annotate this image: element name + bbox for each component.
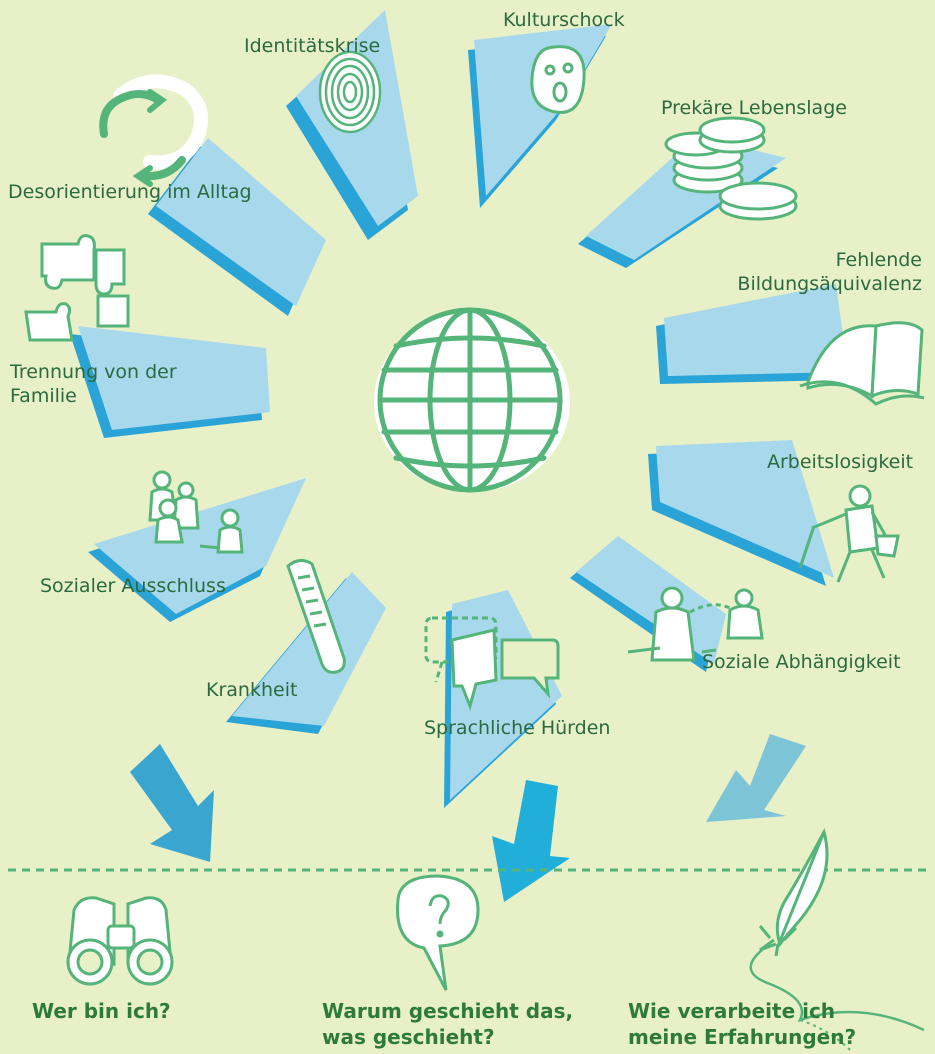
label-trennung-familie-line-1: Trennung von der bbox=[10, 361, 177, 383]
circular-arrows-icon bbox=[99, 74, 209, 187]
label-sozialer-ausschluss: Sozialer Ausschluss bbox=[40, 575, 226, 597]
thermometer-icon bbox=[286, 559, 346, 674]
question-warum-line-1: Warum geschieht das, bbox=[322, 999, 574, 1023]
label-trennung-familie-line-2: Familie bbox=[10, 385, 77, 407]
arrow-to-wer-bin-ich bbox=[130, 744, 214, 862]
label-bildungsaequivalenz-line-1: Fehlende bbox=[835, 249, 922, 271]
panel-trennung-familie bbox=[70, 326, 270, 438]
speech-bubbles-icon bbox=[424, 616, 560, 711]
fingerprint-icon bbox=[318, 50, 382, 134]
panel-desorientierung bbox=[148, 138, 326, 316]
label-bildungsaequivalenz: Fehlende Bildungsäquivalenz bbox=[716, 248, 922, 296]
question-bubble-icon bbox=[396, 874, 480, 991]
open-book-icon bbox=[799, 321, 925, 406]
question-wie-verarbeite: Wie verarbeite ich meine Erfahrungen? bbox=[628, 998, 856, 1050]
coin-stack-icon bbox=[664, 116, 798, 221]
arrow-to-warum bbox=[492, 780, 570, 902]
label-soziale-abhaengigkeit: Soziale Abhängigkeit bbox=[702, 651, 901, 673]
label-bildungsaequivalenz-line-2: Bildungsäquivalenz bbox=[737, 273, 922, 295]
puzzle-pieces-icon bbox=[24, 234, 130, 342]
question-warum: Warum geschieht das, was geschieht? bbox=[322, 998, 573, 1050]
binoculars-icon bbox=[66, 896, 174, 986]
arrow-to-wie-verarbeite bbox=[706, 734, 806, 822]
panel-krankheit bbox=[226, 572, 386, 734]
label-identitaetskrise: Identitätskrise bbox=[244, 35, 381, 57]
question-wie-verarbeite-line-2: meine Erfahrungen? bbox=[628, 1025, 857, 1049]
quill-pen-icon bbox=[749, 827, 925, 1051]
label-trennung-familie: Trennung von der Familie bbox=[10, 360, 177, 408]
worker-shovel-icon bbox=[798, 484, 900, 583]
globe-icon bbox=[374, 307, 570, 493]
panel-arbeitslosigkeit bbox=[648, 440, 834, 586]
question-warum-line-2: was geschieht? bbox=[322, 1025, 495, 1049]
panel-bildungsaequivalenz bbox=[656, 284, 848, 384]
panel-sprachliche-huerden bbox=[444, 590, 562, 808]
label-desorientierung: Desorientierung im Alltag bbox=[8, 181, 252, 203]
surprised-face-icon bbox=[530, 45, 586, 114]
question-wie-verarbeite-line-1: Wie verarbeite ich bbox=[628, 999, 836, 1023]
label-kulturschock: Kulturschock bbox=[503, 9, 625, 31]
label-arbeitslosigkeit: Arbeitslosigkeit bbox=[767, 451, 914, 473]
label-sprachliche-huerden: Sprachliche Hürden bbox=[424, 717, 611, 739]
question-wer-bin-ich: Wer bin ich? bbox=[32, 999, 171, 1023]
label-prekaere-lebenslage: Prekäre Lebenslage bbox=[661, 97, 847, 119]
excluded-person-icon bbox=[148, 470, 244, 554]
connected-people-icon bbox=[627, 586, 764, 662]
label-krankheit: Krankheit bbox=[206, 679, 298, 701]
